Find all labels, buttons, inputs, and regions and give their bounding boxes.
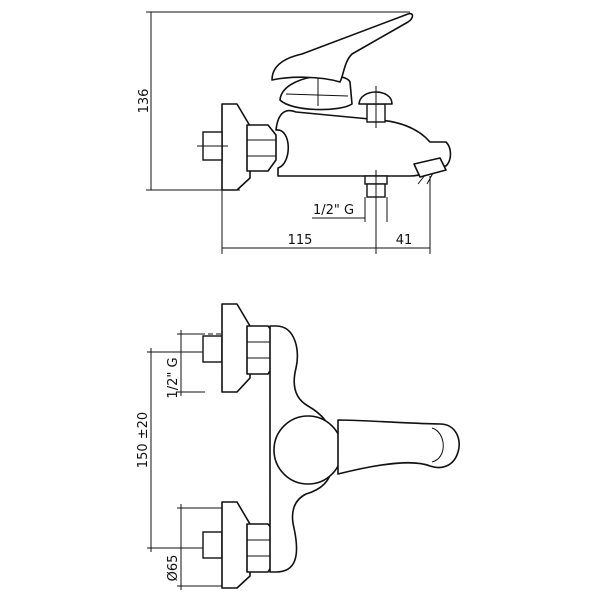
side-view: 136 [137, 11, 452, 254]
front-bottom-flange [221, 501, 251, 589]
height-label: 136 [137, 89, 152, 114]
diameter-label: Ø65 [166, 555, 181, 582]
dimension-width: 115 41 [221, 176, 431, 254]
center-distance-label: 150 ±20 [136, 412, 151, 468]
front-view: 150 ±20 1/2" G Ø65 [136, 303, 460, 590]
front-top-flange [221, 303, 251, 393]
side-spout-outlet [413, 157, 447, 178]
front-cartridge [273, 415, 343, 485]
dimension-center-distance: 150 ±20 [136, 348, 152, 552]
side-lever-handle [271, 12, 414, 83]
side-thread-label: 1/2" G [313, 203, 354, 218]
side-nut [246, 124, 277, 172]
dimension-thread-side: 1/2" G [312, 197, 388, 222]
side-wall-flange [221, 103, 251, 191]
side-body [275, 109, 452, 177]
front-lever-handle [337, 419, 460, 475]
width-label-right: 41 [396, 233, 413, 248]
dimension-diameter: Ø65 [166, 504, 182, 590]
front-top-inlet-pipe [202, 335, 223, 363]
dimension-thread-front: 1/2" G [166, 330, 182, 399]
side-cartridge [279, 74, 353, 111]
front-thread-label: 1/2" G [166, 357, 181, 398]
front-bottom-inlet-pipe [202, 531, 223, 559]
diverter-knob [358, 86, 393, 128]
width-label-left: 115 [288, 233, 313, 248]
dimension-height: 136 [137, 11, 410, 191]
